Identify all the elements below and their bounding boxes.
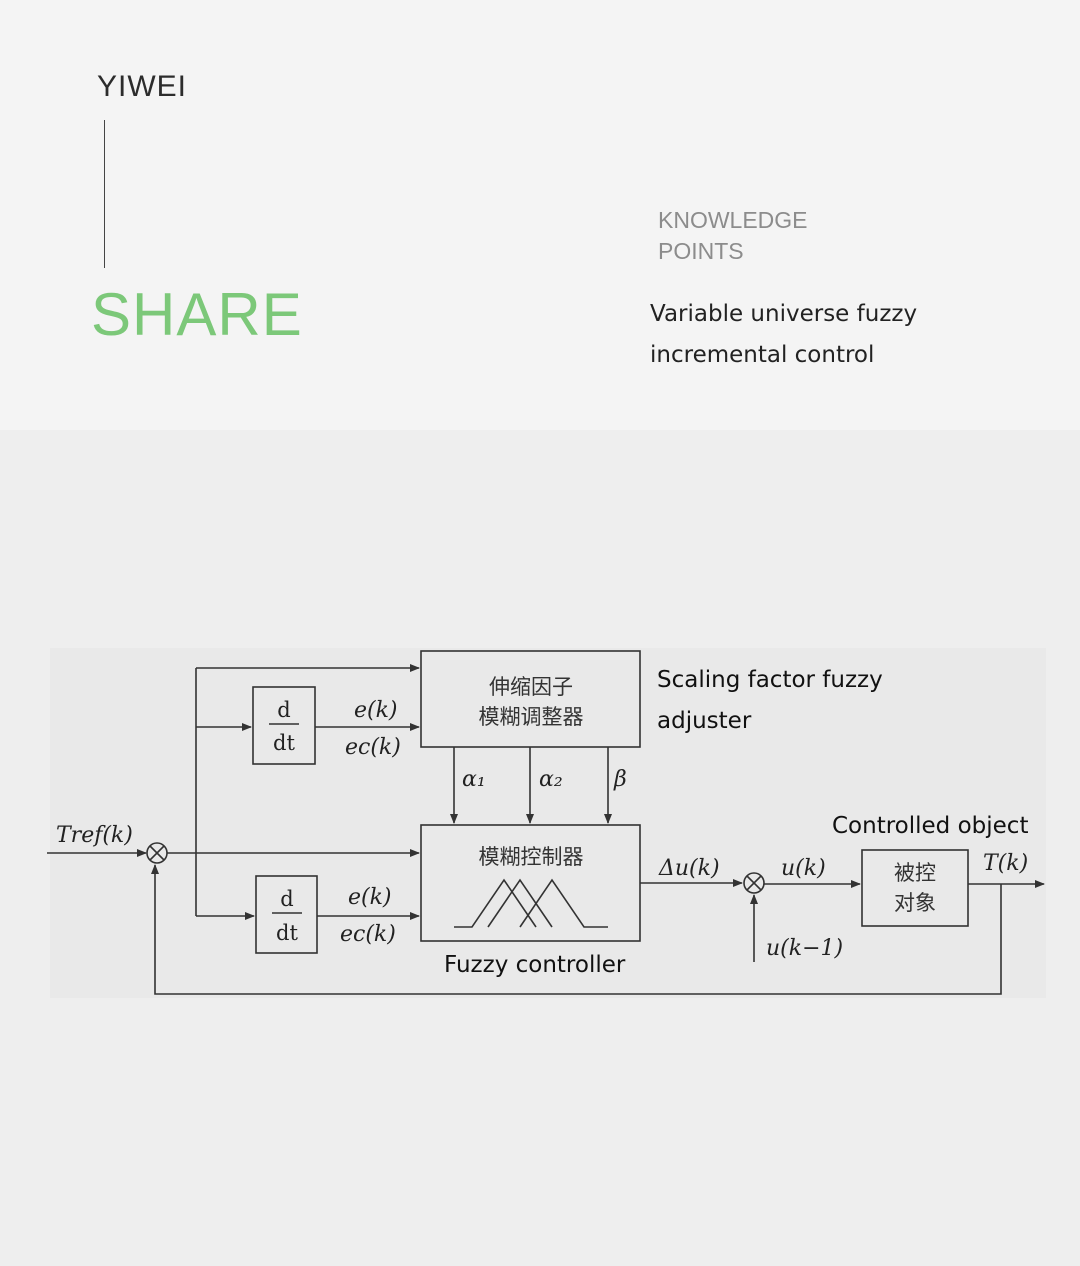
share-title: SHARE	[91, 281, 303, 348]
fuzzy-controller-block	[420, 824, 641, 942]
knowledge-line-1: KNOWLEDGE	[658, 207, 808, 233]
scaling-label-1: Scaling factor fuzzy	[657, 667, 883, 693]
sum-junction-output	[743, 872, 765, 894]
plant-text-1: 被控	[894, 861, 936, 885]
brand-logo-text: YIWEI	[97, 70, 188, 103]
u-k-minus-1-label: u(k−1)	[766, 936, 843, 961]
knowledge-points-label: KNOWLEDGE POINTS	[658, 205, 858, 267]
beta-label: β	[613, 767, 627, 792]
plant-block	[861, 849, 969, 927]
alpha2-label: α₂	[539, 767, 563, 792]
e-k-bottom: e(k)	[348, 885, 392, 910]
topic-line-1: Variable universe fuzzy	[650, 301, 918, 327]
topic-title: Variable universe fuzzy incremental cont…	[650, 294, 950, 376]
scaling-label-2: adjuster	[657, 708, 752, 734]
scaling-factor-block	[420, 650, 641, 748]
t-k-label: T(k)	[983, 851, 1028, 876]
scaling-block-text-1: 伸缩因子	[489, 675, 573, 699]
fuzzy-block-title: 模糊控制器	[479, 845, 584, 869]
e-k-top: e(k)	[354, 698, 398, 723]
plant-text-2: 对象	[894, 891, 936, 915]
controlled-object-label: Controlled object	[832, 813, 1028, 839]
derivative-bottom-num: d	[280, 887, 293, 911]
header-section: YIWEI SHARE KNOWLEDGE POINTS Variable un…	[0, 0, 1080, 430]
ec-k-top: ec(k)	[345, 735, 401, 760]
ec-k-bottom: ec(k)	[340, 922, 396, 947]
tref-label: Tref(k)	[56, 823, 133, 848]
knowledge-line-2: POINTS	[658, 238, 744, 264]
delta-u-label: Δu(k)	[658, 856, 720, 881]
vertical-divider	[104, 120, 105, 268]
derivative-top-den: dt	[273, 731, 295, 755]
diagram-panel	[50, 648, 1046, 998]
alpha1-label: α₁	[462, 767, 486, 792]
derivative-block-top	[252, 686, 316, 765]
u-k-label: u(k)	[781, 856, 826, 881]
derivative-bottom-den: dt	[276, 921, 298, 945]
scaling-block-text-2: 模糊调整器	[479, 705, 584, 729]
topic-line-2: incremental control	[650, 342, 875, 368]
derivative-top-num: d	[277, 698, 290, 722]
derivative-block-bottom	[255, 875, 318, 954]
fuzzy-controller-label: Fuzzy controller	[444, 952, 626, 978]
